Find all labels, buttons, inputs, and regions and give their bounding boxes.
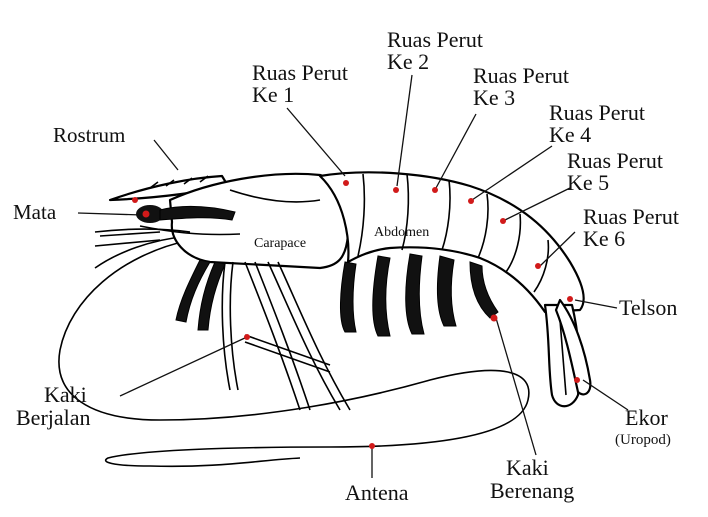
label-seg6-line2: Ke 6 <box>583 226 625 251</box>
label-kaki-berenang-line1: Kaki <box>506 455 549 480</box>
marker-seg2 <box>393 187 399 193</box>
marker-seg3 <box>432 187 438 193</box>
marker-telson <box>567 296 573 302</box>
label-antena: Antena <box>345 480 409 505</box>
walking-legs <box>176 260 350 410</box>
label-seg5-line2: Ke 5 <box>567 170 609 195</box>
label-kaki-berjalan-line2: Berjalan <box>16 405 91 430</box>
label-uropod: (Uropod) <box>615 432 671 448</box>
marker-mata <box>143 211 150 218</box>
swimming-legs <box>340 254 498 336</box>
label-seg1-line2: Ke 1 <box>252 82 294 107</box>
label-carapace: Carapace <box>254 236 306 251</box>
marker-ekor <box>574 377 580 383</box>
label-kaki-berenang-line2: Berenang <box>490 478 574 503</box>
marker-antena <box>369 443 375 449</box>
label-kaki-berjalan-line1: Kaki <box>44 382 87 407</box>
marker-kaki-berenang <box>491 315 498 322</box>
marker-rostrum <box>132 197 138 203</box>
tail-fan <box>545 300 590 406</box>
label-ekor: Ekor <box>625 405 668 430</box>
marker-kaki-berjalan <box>244 334 250 340</box>
marker-seg1 <box>343 180 349 186</box>
label-rostrum: Rostrum <box>53 123 125 147</box>
marker-seg5 <box>500 218 506 224</box>
label-seg4-line2: Ke 4 <box>549 122 591 147</box>
label-abdomen: Abdomen <box>374 225 429 240</box>
label-seg3-line2: Ke 3 <box>473 85 515 110</box>
label-mata: Mata <box>13 200 57 224</box>
marker-seg4 <box>468 198 474 204</box>
marker-seg6 <box>535 263 541 269</box>
abdomen-shape <box>320 172 584 312</box>
label-telson: Telson <box>619 295 677 320</box>
label-seg2-line2: Ke 2 <box>387 49 429 74</box>
